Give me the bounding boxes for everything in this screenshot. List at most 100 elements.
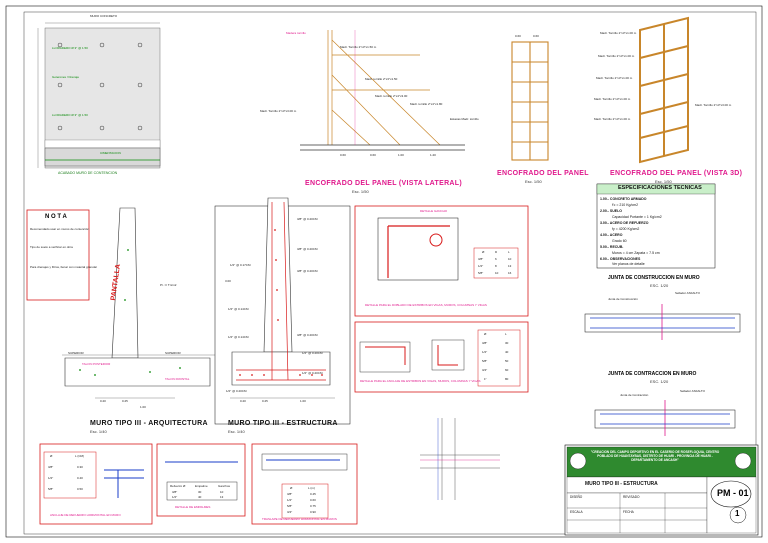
det1-cell-0-1: D (495, 250, 498, 254)
arq-pressure: Pr. =/ Tn/m2 (160, 283, 177, 287)
bottom-detail-2 (156, 443, 246, 517)
lateral-dim-1: 0.60 (370, 153, 376, 157)
arq-dim-2: 1.00 (140, 405, 146, 409)
det1-cell-3-2: 16 (508, 271, 512, 275)
junta2-title: JUNTA DE CONTRACCION EN MURO (608, 371, 697, 377)
det2-cell-1-1: 30 (505, 341, 509, 345)
arq-scale: Esc. 1/40 (90, 429, 107, 434)
est-label-4: 1/2" @ 0.14CM (228, 307, 249, 311)
bot1-title: ANCLAJE DE REFUERZO HORIZONTAL EN MURO (50, 513, 121, 517)
est-label-6: 3/8" @ 0.20CM (297, 333, 318, 337)
det2-cell-1-0: 3/8" (482, 341, 488, 345)
lateral-label-4: Madr. tornillo 2"x4"x1.80 (410, 102, 443, 106)
bot2-cell-2-0: 1/2" (172, 495, 178, 499)
panel-front (511, 41, 549, 161)
det1-cell-1-1: 6 (495, 257, 497, 261)
bot3-cell-4-1: 0.90 (310, 510, 316, 514)
junta1-scale: ESC. 1/20 (650, 283, 669, 288)
panel-top-dim: MURO CONCRETO (90, 14, 118, 18)
lateral-label-6: Estacas Madr. tornillo (450, 117, 479, 121)
bot3-cell-0-1: L (m) (308, 486, 315, 490)
bot2-cell-1-1: 30 (198, 490, 202, 494)
lateral-label-0: Madera tornillo (286, 31, 306, 35)
spec-line-4: 3.00.- ACERO DE REFUERZO (600, 221, 649, 225)
spec-line-6: 4.00.- ACERO (600, 233, 623, 237)
det2-cell-5-1: 80 (505, 377, 509, 381)
specs-title: ESPECIFICACIONES TECNICAS (618, 185, 702, 191)
nota-box (26, 209, 90, 301)
det1-cell-3-1: 10 (495, 271, 499, 275)
bottom-detail-3 (251, 443, 358, 525)
drain-label: Goterones / Drenaje (52, 75, 80, 79)
det2-cell-2-1: 40 (505, 350, 509, 354)
spec-line-8: 5.00.- RECUB. (600, 245, 624, 249)
det1-header: DETALLE GANCHO (420, 209, 448, 213)
bot3-cell-1-0: 3/8" (287, 492, 293, 496)
bot1-cell-3-0: 5/8" (48, 487, 54, 491)
spec-line-2: 2.00.- SUELO (600, 209, 622, 213)
bot3-cell-3-0: 5/8" (287, 504, 293, 508)
panel-dim-0: 0.60 (515, 34, 521, 38)
panel3d-label-1: Madr. Tornillo 2"x3"x1.00 m (598, 54, 635, 58)
est-dim-1: 0.25 (262, 399, 268, 403)
est-label-0: 3/8" @ 0.20CM (297, 217, 318, 221)
spec-line-0: 1.00.- CONCRETO ARMADO (600, 197, 647, 201)
bot2-cell-1-0: 3/8" (172, 490, 178, 494)
title-block (564, 444, 759, 536)
bot1-cell-2-0: 1/2" (48, 476, 54, 480)
bot3-cell-4-0: 3/4" (287, 510, 293, 514)
est-title: MURO TIPO III - ESTRUCTURA (228, 420, 338, 427)
spec-line-1: f'c = 210 Kg/cm2 (612, 203, 639, 207)
det2-title: DETALLE PARA EL ANCLAJE DE ESTRIBOS EN V… (360, 379, 481, 383)
det1-cell-3-0: 5/8" (478, 271, 484, 275)
tb-row-0: DISEÑO (570, 495, 583, 499)
bot2-cell-2-1: 40 (198, 495, 202, 499)
det1-cell-2-1: 8 (495, 264, 497, 268)
est-wall (214, 197, 351, 425)
est-label-2: 1/2" @ 0.17CM (230, 263, 251, 267)
nota-line-0: Recomendado usar en muros de contención (30, 227, 90, 231)
det2-cell-4-0: 3/4" (482, 368, 488, 372)
det2-cell-3-1: 50 (505, 359, 509, 363)
bot2-cell-1-2: 10 (220, 490, 224, 494)
bot3-cell-3-1: 0.75 (310, 504, 316, 508)
panel-elevation-title: ACABADO MURO DE CONTENCION (58, 171, 118, 175)
arq-dim-3: 3.00 (225, 279, 231, 283)
panel3d-title: ENCOFRADO DEL PANEL (VISTA 3D) (610, 170, 743, 177)
est-scale: Esc. 1/40 (228, 429, 245, 434)
panel3d-scale: Esc. 1/50 (655, 179, 672, 184)
est-label-5: 1/2" @ 0.14CM (228, 335, 249, 339)
det2-cell-5-0: 1" (484, 377, 487, 381)
weephole-label-1: LLORADERO Ø 3" @ 1.50 (52, 46, 88, 50)
det1-cell-1-2: 10 (508, 257, 512, 261)
bot1-cell-1-0: 3/8" (48, 465, 54, 469)
panel3d-label-0: Madr. Tornillo 2"x3"x1.00 m (600, 31, 637, 35)
est-label-9: 1/2" @ 0.20CM (226, 389, 247, 393)
det1-cell-2-2: 13 (508, 264, 512, 268)
junta1-title: JUNTA DE CONSTRUCCION EN MURO (608, 275, 700, 281)
det2-cell-0-0: Ø (484, 332, 487, 336)
bot1-cell-0-1: L (CM) (75, 454, 85, 458)
arq-label-3: TALON POSTERIOR (82, 362, 111, 366)
lateral-scale: Esc. 1/50 (352, 189, 369, 194)
junta2-label-0: Junta de Contracción (620, 393, 649, 397)
junta2-label-1: Sellador ASFALTO (680, 389, 705, 393)
lateral-dim-3: 1.20 (430, 153, 436, 157)
det2-cell-3-0: 5/8" (482, 359, 488, 363)
lateral-label-5: Madr. Tornillo 2"x3"x3.00 m (260, 109, 297, 113)
lateral-label-3: Madr. tornillo 2"x4"x3.00 (375, 94, 408, 98)
bot3-cell-1-1: 0.45 (310, 492, 316, 496)
panel-dim-1: 0.60 (533, 34, 539, 38)
bot3-cell-0-0: Ø (290, 486, 293, 490)
nota-title: N O T A (45, 214, 67, 220)
lateral-dim-0: 0.60 (340, 153, 346, 157)
lateral-title: ENCOFRADO DEL PANEL (VISTA LATERAL) (305, 180, 462, 187)
arq-label-1: SUPERIOR (68, 351, 84, 355)
panel3d-label-2: Madr. Tornillo 2"x3"x1.00 m (596, 76, 633, 80)
lateral-dim-2: 1.00 (398, 153, 404, 157)
bot1-cell-3-1: 0.50 (77, 487, 83, 491)
junta1-label-1: Sellador ASFALTO (675, 291, 700, 295)
junta2-scale: ESC. 1/20 (650, 379, 669, 384)
est-label-3: 3/8" @ 0.20CM (297, 269, 318, 273)
tb-row-3: FECHA (623, 510, 634, 514)
